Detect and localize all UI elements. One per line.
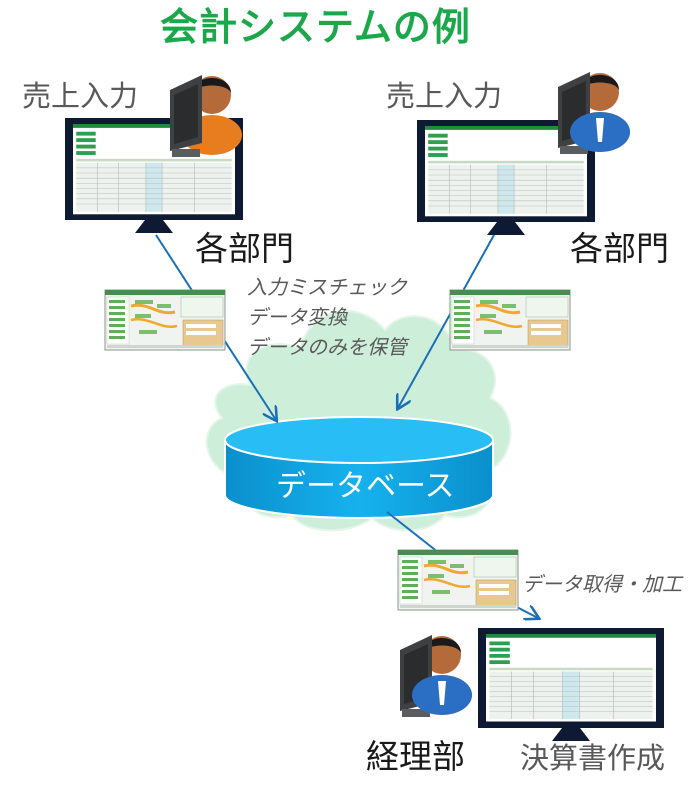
- page-title: 会計システムの例: [160, 5, 471, 49]
- workflow-screenshot-icon: [396, 548, 520, 612]
- person-at-computer-icon: [558, 72, 630, 154]
- database-label: データベース: [276, 469, 455, 504]
- sales-input-label: 売上入力: [22, 79, 139, 113]
- note-data-conversion: データ変換: [247, 305, 347, 329]
- database-cylinder-icon: [224, 416, 494, 519]
- financial-statement-label: 決算書作成: [520, 741, 666, 775]
- department-label: 各部門: [570, 229, 669, 268]
- note-data-storage: データのみを保管: [247, 335, 407, 359]
- person-at-computer-icon: [170, 75, 242, 157]
- workflow-screenshot-icon: [103, 288, 227, 352]
- sales-input-label: 売上入力: [386, 79, 503, 113]
- workflow-screenshot-icon: [448, 288, 572, 352]
- note-data-retrieval: データ取得・加工: [522, 572, 682, 596]
- monitor-icon: [478, 628, 664, 741]
- accounting-department-label: 経理部: [366, 737, 465, 776]
- department-label: 各部門: [195, 229, 294, 268]
- person-at-computer-icon: [400, 635, 472, 717]
- note-input-check: 入力ミスチェック: [247, 275, 407, 299]
